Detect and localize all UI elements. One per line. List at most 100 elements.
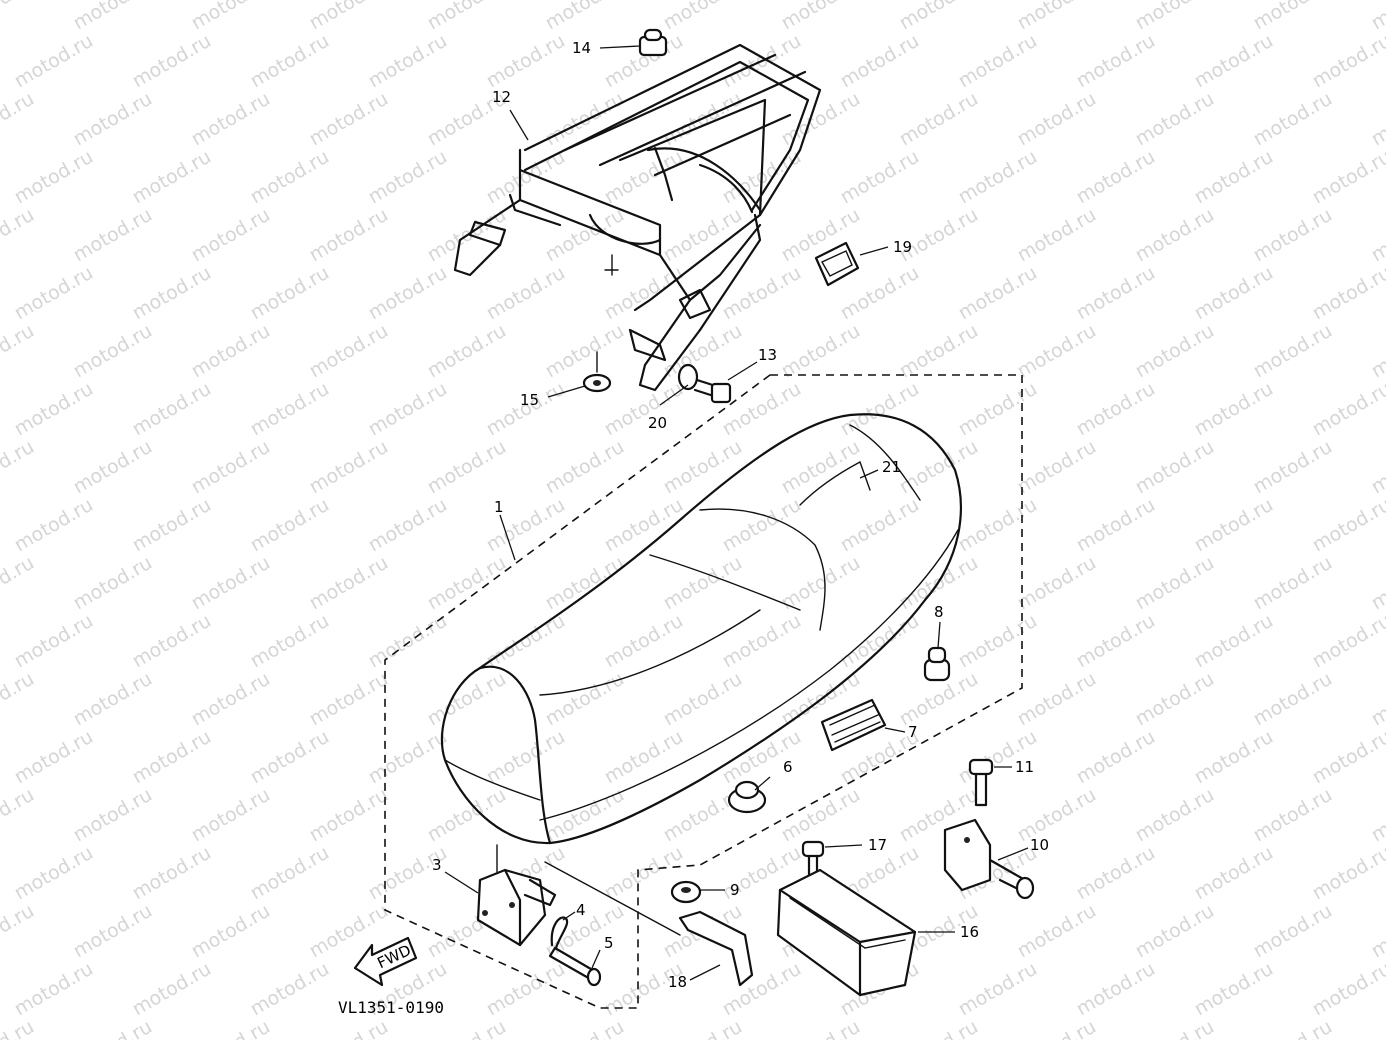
watermark-text: motod.ru	[542, 320, 628, 383]
watermark-text: motod.ru	[1132, 668, 1218, 731]
watermark-text: motod.ru	[1368, 204, 1386, 267]
watermark-text: motod.ru	[896, 1016, 982, 1040]
diagram-code: VL1351-0190	[338, 998, 444, 1017]
watermark-text: motod.ru	[306, 552, 392, 615]
watermark-text: motod.ru	[1368, 436, 1386, 499]
watermark-text: motod.ru	[1014, 552, 1100, 615]
watermark-text: motod.ru	[188, 900, 274, 963]
watermark-text: motod.ru	[1132, 1016, 1218, 1040]
watermark-text: motod.ru	[1073, 146, 1159, 209]
watermark-text: motod.ru	[1250, 88, 1336, 151]
watermark-text: motod.ru	[247, 726, 333, 789]
watermark-text: motod.ru	[1191, 30, 1277, 93]
watermark-text: motod.ru	[0, 784, 38, 847]
watermark-text: motod.ru	[70, 320, 156, 383]
callout-12: 12	[492, 88, 511, 106]
watermark-text: motod.ru	[660, 320, 746, 383]
nut-9	[670, 880, 702, 904]
callout-19: 19	[893, 238, 912, 256]
watermark-text: motod.ru	[129, 842, 215, 905]
watermark-text: motod.ru	[129, 30, 215, 93]
watermark-text: motod.ru	[247, 610, 333, 673]
watermark-text: motod.ru	[129, 146, 215, 209]
watermark-text: motod.ru	[247, 30, 333, 93]
watermark-text: motod.ru	[542, 668, 628, 731]
watermark-text: motod.ru	[1368, 88, 1386, 151]
watermark-text: motod.ru	[1014, 0, 1100, 34]
watermark-text: motod.ru	[306, 784, 392, 847]
watermark-text: motod.ru	[1073, 842, 1159, 905]
watermark-text: motod.ru	[1309, 30, 1386, 93]
watermark-text: motod.ru	[70, 552, 156, 615]
grommet-6	[727, 780, 767, 814]
watermark-text: motod.ru	[1368, 900, 1386, 963]
watermark-text: motod.ru	[483, 262, 569, 325]
watermark-text: motod.ru	[1191, 262, 1277, 325]
watermark-text: motod.ru	[188, 0, 274, 34]
watermark-text: motod.ru	[306, 1016, 392, 1040]
watermark-text: motod.ru	[0, 204, 38, 267]
watermark-text: motod.ru	[542, 552, 628, 615]
watermark-text: motod.ru	[1191, 842, 1277, 905]
watermark-text: motod.ru	[1014, 436, 1100, 499]
watermark-text: motod.ru	[1309, 494, 1386, 557]
watermark-text: motod.ru	[247, 146, 333, 209]
watermark-text: motod.ru	[11, 262, 97, 325]
tray-16	[776, 868, 917, 997]
watermark-text: motod.ru	[1250, 204, 1336, 267]
watermark-text: motod.ru	[424, 784, 510, 847]
callout-15: 15	[520, 391, 539, 409]
watermark-text: motod.ru	[1309, 726, 1386, 789]
watermark-text: motod.ru	[1309, 958, 1386, 1021]
watermark-text: motod.ru	[1368, 784, 1386, 847]
watermark-text: motod.ru	[1073, 958, 1159, 1021]
callout-1: 1	[494, 498, 504, 516]
watermark-text: motod.ru	[424, 320, 510, 383]
watermark-text: motod.ru	[837, 378, 923, 441]
watermark-text: motod.ru	[719, 726, 805, 789]
watermark-text: motod.ru	[365, 146, 451, 209]
watermark-text: motod.ru	[483, 958, 569, 1021]
watermark-text: motod.ru	[1309, 146, 1386, 209]
watermark-text: motod.ru	[542, 1016, 628, 1040]
watermark-text: motod.ru	[188, 784, 274, 847]
watermark-text: motod.ru	[1014, 784, 1100, 847]
bolt-11	[968, 758, 994, 807]
stay-18	[678, 910, 754, 987]
watermark-text: motod.ru	[1309, 610, 1386, 673]
callout-7: 7	[908, 723, 918, 741]
watermark-text: motod.ru	[424, 552, 510, 615]
callout-8: 8	[934, 603, 944, 621]
watermark-text: motod.ru	[365, 494, 451, 557]
watermark-text: motod.ru	[1073, 30, 1159, 93]
watermark-text: motod.ru	[483, 30, 569, 93]
watermark-text: motod.ru	[247, 958, 333, 1021]
watermark-text: motod.ru	[11, 842, 97, 905]
watermark-text: motod.ru	[778, 0, 864, 34]
watermark-text: motod.ru	[896, 204, 982, 267]
watermark-text: motod.ru	[0, 552, 38, 615]
watermark-text: motod.ru	[896, 0, 982, 34]
watermark-text: motod.ru	[365, 378, 451, 441]
watermark-text: motod.ru	[719, 494, 805, 557]
watermark-text: motod.ru	[837, 146, 923, 209]
hinge-guide-line	[544, 861, 681, 936]
watermark-text: motod.ru	[955, 726, 1041, 789]
hinge-bracket-3	[476, 844, 557, 947]
watermark-text: motod.ru	[247, 842, 333, 905]
watermark-text: motod.ru	[896, 88, 982, 151]
watermark-text: motod.ru	[1250, 320, 1336, 383]
watermark-text: motod.ru	[1250, 668, 1336, 731]
watermark-text: motod.ru	[1132, 320, 1218, 383]
watermark-text: motod.ru	[837, 30, 923, 93]
watermark-text: motod.ru	[1309, 842, 1386, 905]
watermark-text: motod.ru	[1014, 900, 1100, 963]
watermark-text: motod.ru	[1132, 784, 1218, 847]
watermark-text: motod.ru	[1368, 320, 1386, 383]
leader-lines	[444, 45, 1029, 981]
watermark-text: motod.ru	[955, 494, 1041, 557]
watermark-text: motod.ru	[660, 436, 746, 499]
watermark-text: motod.ru	[188, 552, 274, 615]
watermark-text: motod.ru	[247, 494, 333, 557]
watermark-text: motod.ru	[601, 726, 687, 789]
